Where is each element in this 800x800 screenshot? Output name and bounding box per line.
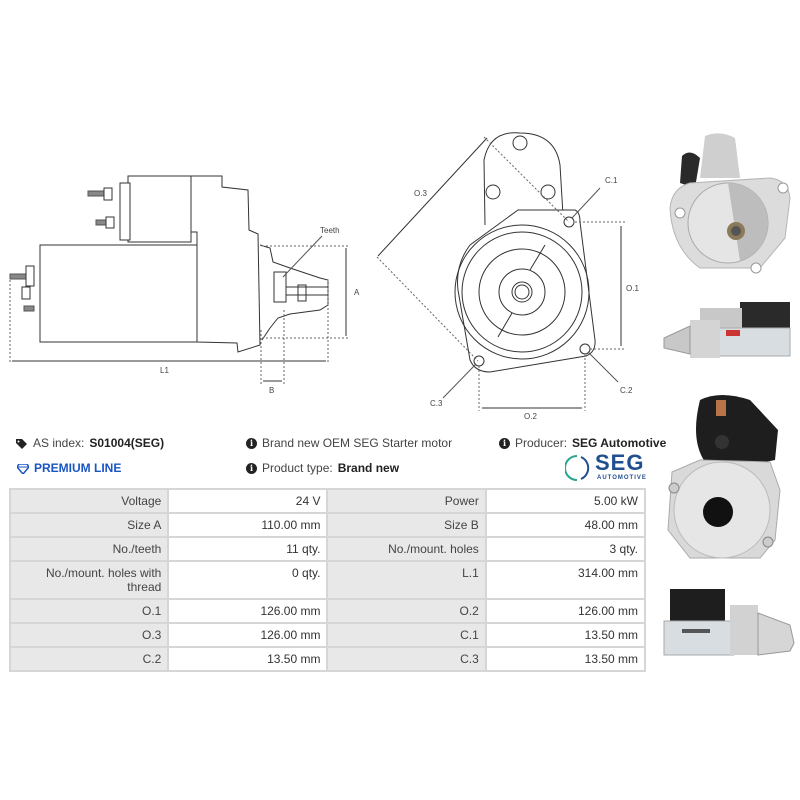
table-row: C.2 13.50 mm C.3 13.50 mm — [8, 646, 647, 672]
as-index-label: AS index: — [33, 436, 85, 450]
as-index-value: S01004(SEG) — [89, 436, 165, 450]
product-type-label: Product type: — [262, 461, 333, 475]
label-teeth: Teeth — [320, 226, 340, 235]
svg-text:O.3: O.3 — [414, 189, 427, 198]
svg-text:B: B — [269, 386, 274, 395]
spec-value: 110.00 mm — [167, 512, 329, 538]
table-row: Voltage 24 V Power 5.00 kW — [8, 488, 647, 514]
diamond-icon — [16, 463, 30, 476]
spec-value: 13.50 mm — [484, 622, 647, 648]
table-row: O.1 126.00 mm O.2 126.00 mm — [8, 598, 647, 624]
specs-table: Voltage 24 V Power 5.00 kW Size A 110.00… — [8, 488, 647, 672]
svg-text:C.3: C.3 — [430, 399, 443, 408]
spec-key: No./teeth — [8, 536, 170, 562]
spec-key: O.3 — [8, 622, 170, 648]
spec-key: Size B — [326, 512, 487, 538]
product-type: i Product type: Brand new — [246, 461, 399, 475]
spec-value: 3 qty. — [484, 536, 647, 562]
description: i Brand new OEM SEG Starter motor — [246, 436, 452, 450]
spec-value: 126.00 mm — [484, 598, 647, 624]
logo-subtitle: AUTOMOTIVE — [597, 475, 647, 481]
table-row: Size A 110.00 mm Size B 48.00 mm — [8, 512, 647, 538]
product-type-value: Brand new — [337, 461, 400, 475]
spec-value: 13.50 mm — [167, 646, 329, 672]
info-icon: i — [246, 462, 257, 474]
product-photo-side — [663, 302, 791, 358]
premium-line-label: PREMIUM LINE — [34, 461, 122, 475]
spec-value: 0 qty. — [167, 560, 329, 600]
spec-value: 24 V — [167, 488, 329, 514]
logo-text: SEG — [595, 450, 645, 475]
spec-value: 126.00 mm — [167, 622, 329, 648]
spec-key: C.3 — [326, 646, 487, 672]
side-view-drawing: Teeth A L1 B — [9, 175, 360, 395]
product-photo-front — [669, 133, 791, 274]
producer-label: Producer: — [515, 436, 568, 450]
svg-text:A: A — [354, 288, 360, 297]
spec-value: 5.00 kW — [484, 488, 647, 514]
spec-value: 13.50 mm — [484, 646, 647, 672]
producer: i Producer: SEG Automotive — [499, 436, 666, 450]
spec-key: O.2 — [326, 598, 487, 624]
premium-line-badge: PREMIUM LINE — [16, 461, 122, 476]
spec-key: C.1 — [326, 622, 487, 648]
seg-automotive-logo: SEG AUTOMOTIVE — [564, 450, 650, 484]
svg-text:C.1: C.1 — [605, 176, 618, 185]
spec-key: No./mount. holes with thread — [8, 560, 170, 600]
spec-key: Voltage — [8, 488, 170, 514]
spec-key: Power — [326, 488, 487, 514]
spec-key: O.1 — [8, 598, 170, 624]
product-photo-side-2 — [663, 589, 795, 656]
spec-value: 126.00 mm — [167, 598, 329, 624]
svg-text:C.2: C.2 — [620, 386, 633, 395]
spec-value: 11 qty. — [167, 536, 329, 562]
as-index: AS index: S01004(SEG) — [16, 436, 164, 450]
technical-drawing: Teeth A L1 B — [9, 132, 639, 420]
producer-value: SEG Automotive — [572, 436, 667, 450]
spec-value: 48.00 mm — [484, 512, 647, 538]
info-icon: i — [499, 437, 510, 449]
info-icon: i — [246, 437, 257, 449]
spec-key: No./mount. holes — [326, 536, 487, 562]
product-photo-rear — [667, 395, 781, 559]
spec-key: L.1 — [326, 560, 487, 600]
table-row: No./teeth 11 qty. No./mount. holes 3 qty… — [8, 536, 647, 562]
spec-key: Size A — [8, 512, 170, 538]
table-row: No./mount. holes with thread 0 qty. L.1 … — [8, 560, 647, 600]
table-row: O.3 126.00 mm C.1 13.50 mm — [8, 622, 647, 648]
front-view-drawing: C.1 O.1 C.2 O.2 C.3 O.3 — [376, 132, 639, 420]
svg-text:O.1: O.1 — [626, 284, 639, 293]
spec-key: C.2 — [8, 646, 170, 672]
svg-text:O.2: O.2 — [524, 412, 537, 420]
description-text: Brand new OEM SEG Starter motor — [262, 436, 453, 450]
tag-icon — [16, 438, 28, 449]
svg-text:L1: L1 — [160, 366, 169, 375]
spec-value: 314.00 mm — [484, 560, 647, 600]
